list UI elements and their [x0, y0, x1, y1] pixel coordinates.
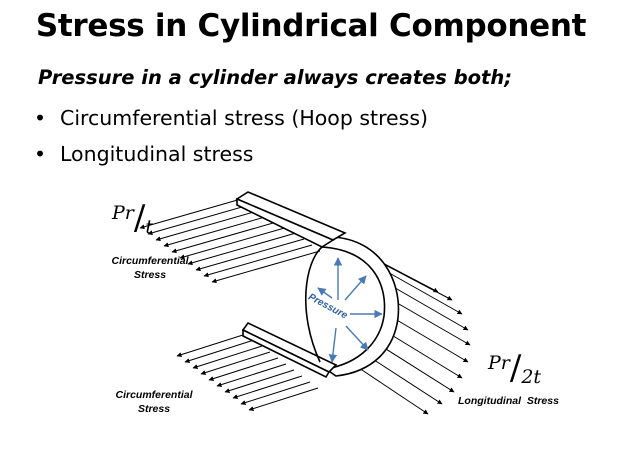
bullet-text: Longitudinal stress	[60, 142, 254, 166]
bullet-item-longitudinal: • Longitudinal stress	[34, 142, 428, 168]
bullet-dot: •	[34, 106, 47, 130]
slide-subtitle: Pressure in a cylinder always creates bo…	[38, 66, 513, 89]
label-line: Circumferential	[111, 255, 189, 267]
bullet-dot: •	[34, 142, 47, 166]
formula-slash: /	[133, 198, 146, 238]
cylinder-outer-shell	[320, 236, 400, 377]
formula-longitudinal-stress: Pr/2t	[488, 344, 541, 388]
pressure-arrows	[317, 257, 383, 363]
cylinder-bottom-wall-face	[242, 328, 331, 379]
slide-title: Stress in Cylindrical Component	[35, 8, 587, 44]
label-hoop-stress-top: Circumferential Stress	[100, 254, 200, 282]
label-hoop-stress-bottom: Circumferential Stress	[104, 388, 204, 416]
hoop-arrows-bottom	[176, 333, 319, 412]
bullet-text: Circumferential stress (Hoop stress)	[60, 106, 429, 130]
label-line: Stress	[137, 403, 171, 415]
formula-numerator: Pr	[488, 352, 510, 374]
half-cylinder	[235, 191, 400, 379]
formula-hoop-stress: Pr/t	[112, 194, 153, 238]
hoop-arrows-top	[139, 196, 321, 284]
cylinder-left-edge	[236, 204, 323, 248]
formula-denominator: 2t	[521, 366, 542, 388]
label-longitudinal-stress: Longitudinal Stress	[458, 395, 559, 407]
bullet-list: • Circumferential stress (Hoop stress) • L…	[34, 106, 428, 178]
cylinder-inner-surface	[305, 246, 323, 363]
formula-denominator: t	[145, 216, 153, 238]
cylinder-top-wall	[235, 191, 347, 241]
label-line: Circumferential	[115, 389, 193, 401]
label-line: Stress	[133, 269, 167, 281]
formula-numerator: Pr	[112, 202, 134, 224]
longitudinal-arrows	[355, 249, 471, 415]
formula-slash: /	[509, 348, 522, 388]
bullet-item-hoop: • Circumferential stress (Hoop stress)	[34, 106, 428, 132]
